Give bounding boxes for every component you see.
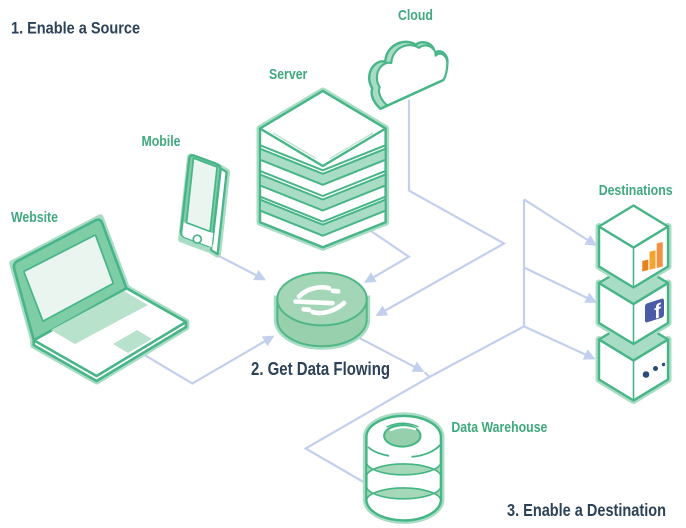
svg-text:f: f <box>654 299 661 324</box>
svg-text:1. Enable a Source: 1. Enable a Source <box>11 20 140 38</box>
svg-text:Cloud: Cloud <box>398 7 433 23</box>
svg-text:Data Warehouse: Data Warehouse <box>451 419 547 435</box>
svg-text:2. Get Data Flowing: 2. Get Data Flowing <box>251 359 390 380</box>
svg-text:Mobile: Mobile <box>142 133 181 149</box>
svg-text:Server: Server <box>269 66 308 82</box>
svg-text:3. Enable a Destination: 3. Enable a Destination <box>507 501 666 521</box>
svg-text:Website: Website <box>11 209 58 225</box>
svg-text:Destinations: Destinations <box>599 182 673 198</box>
